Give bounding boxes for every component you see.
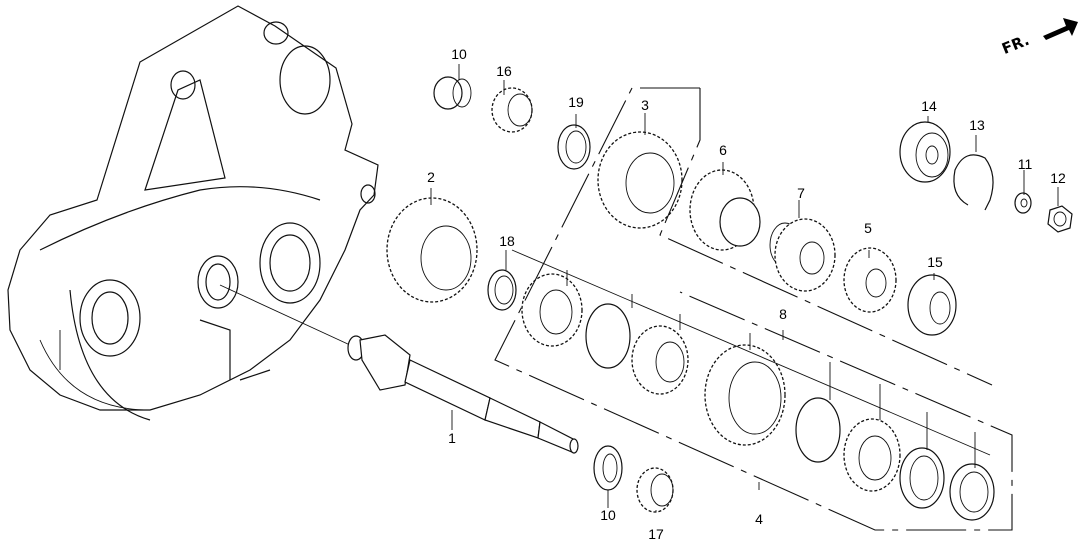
mainshaft <box>219 284 579 454</box>
callout-1[interactable]: 1 <box>448 430 456 446</box>
part-15-bearing <box>907 274 957 336</box>
callout-16[interactable]: 17 <box>648 526 664 542</box>
callout-7[interactable]: 7 <box>797 185 805 201</box>
callout-4[interactable]: 4 <box>755 511 763 527</box>
callout-9[interactable]: 10 <box>451 46 467 62</box>
callout-5[interactable]: 5 <box>864 220 872 236</box>
callout-12[interactable]: 12 <box>1050 170 1066 186</box>
part-13-snap-ring <box>953 154 994 211</box>
part-16-needle-bearing <box>636 467 674 513</box>
callout-13[interactable]: 13 <box>969 117 985 133</box>
synchro-assembly-parts <box>521 273 995 521</box>
callout-8[interactable]: 8 <box>779 306 787 322</box>
part-12-locknut <box>1047 205 1073 233</box>
callout-19[interactable]: 19 <box>568 94 584 110</box>
part-3-gear <box>597 131 683 229</box>
callout-2[interactable]: 2 <box>427 169 435 185</box>
part-17-needle-bearing <box>491 87 533 133</box>
callout-15[interactable]: 15 <box>927 254 943 270</box>
bracket-lines <box>430 64 1059 531</box>
part-19-synchro-ring <box>557 124 591 170</box>
callout-3[interactable]: 3 <box>641 97 649 113</box>
callout-14[interactable]: 14 <box>921 98 937 114</box>
part-9-collar <box>433 76 472 110</box>
part-6-gear <box>689 169 761 251</box>
callout-18[interactable]: 18 <box>499 233 515 249</box>
callout-10[interactable]: 10 <box>600 507 616 523</box>
part-11-washer <box>1014 192 1032 214</box>
part-2-gear <box>386 197 478 303</box>
part-10-thrust-washer <box>593 445 623 491</box>
part-5-gear <box>843 247 897 313</box>
callout-6[interactable]: 6 <box>719 142 727 158</box>
part-14-ball-bearing <box>899 121 951 183</box>
callout-11[interactable]: 11 <box>1017 156 1033 172</box>
front-arrow-icon <box>1043 18 1078 40</box>
transmission-housing <box>7 5 379 421</box>
part-18-synchro-ring <box>487 269 517 311</box>
part-7-gear <box>769 218 836 292</box>
callout-17[interactable]: 16 <box>496 63 512 79</box>
